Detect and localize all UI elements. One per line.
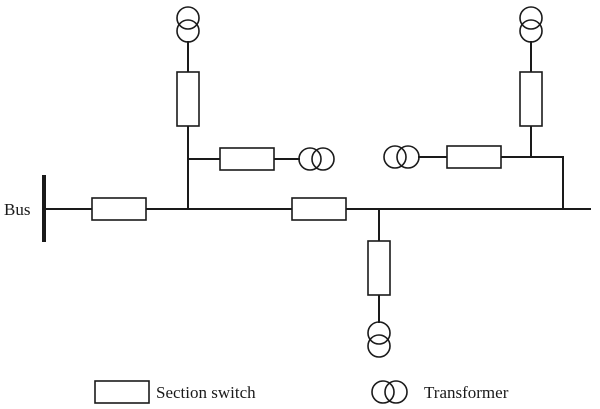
section-switch-2 bbox=[291, 197, 347, 221]
legend-switch-label: Section switch bbox=[156, 383, 256, 402]
legend-switch-symbol bbox=[94, 380, 150, 404]
section-switch-3 bbox=[176, 71, 200, 127]
bus-label: Bus bbox=[4, 200, 30, 219]
transformer-icon bbox=[298, 147, 335, 171]
section-switch-6 bbox=[519, 71, 543, 127]
transformer-icon bbox=[176, 6, 200, 43]
section-switch-4 bbox=[219, 147, 275, 171]
section-switch-5 bbox=[446, 145, 502, 169]
legend-transformer-label: Transformer bbox=[424, 383, 509, 402]
section-switch-7 bbox=[367, 240, 391, 296]
transformer-icon bbox=[367, 321, 391, 358]
section-switch-1 bbox=[91, 197, 147, 221]
legend-transformer-icon bbox=[371, 380, 408, 404]
transformer-icon bbox=[519, 6, 543, 43]
transformer-icon bbox=[383, 145, 420, 169]
